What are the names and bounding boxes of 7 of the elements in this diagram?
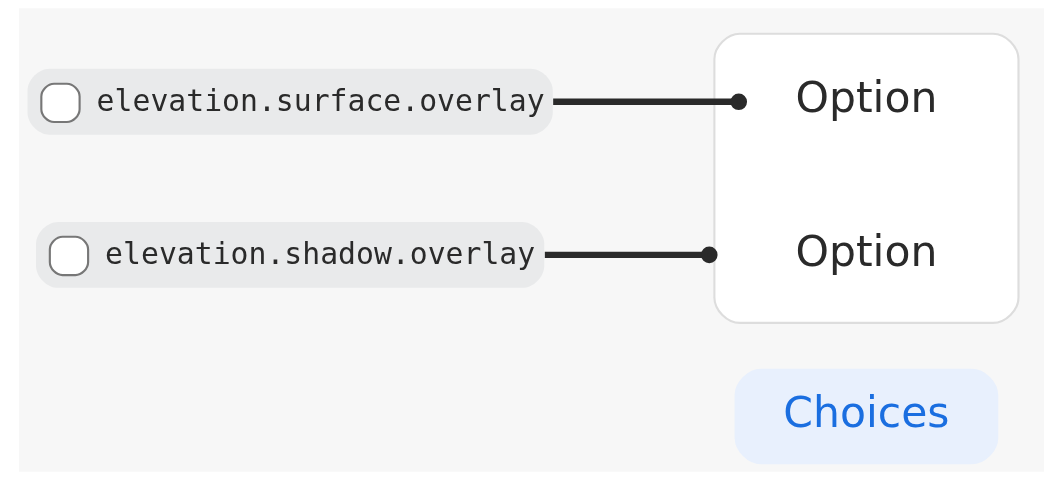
connector: [544, 246, 718, 264]
node-box: elevation.shadow.overlay: [35, 221, 544, 288]
connector: [552, 93, 747, 111]
cluster: [712, 32, 1020, 324]
node-text: Option: [794, 226, 937, 276]
node-box: elevation.surface.overlay: [27, 68, 553, 135]
node-text: Option: [794, 73, 937, 123]
